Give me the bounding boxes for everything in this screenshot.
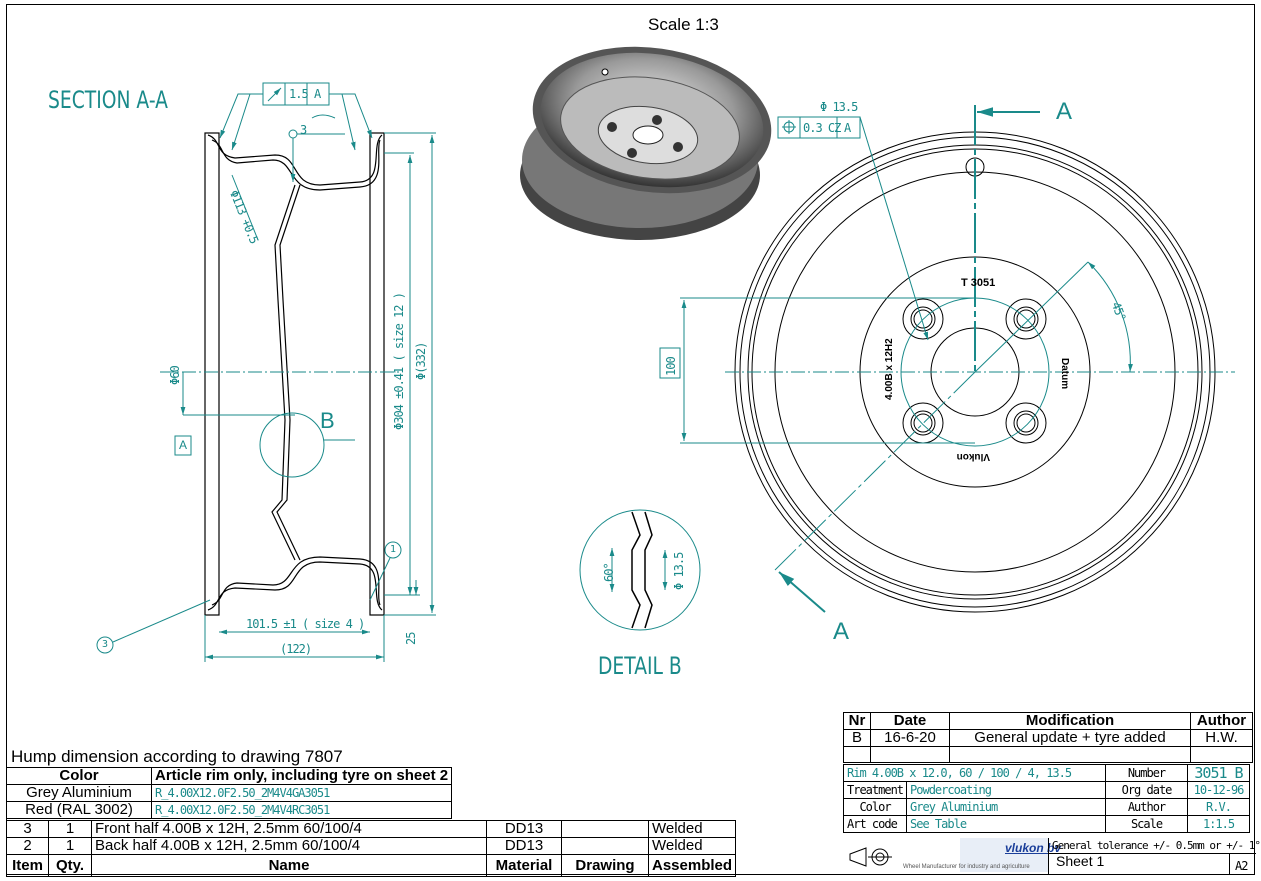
qty-cell: 1	[48, 837, 92, 855]
material-header: Material	[486, 854, 562, 877]
angle-3: 3	[300, 123, 307, 137]
nr-header: Nr	[843, 712, 871, 730]
hump-note: Hump dimension according to drawing 7807	[11, 747, 343, 766]
article-cell: R_4.00X12.0F2.50_2M4V4GA3051	[150, 784, 453, 802]
scale-value: 1:1.5	[1187, 815, 1250, 833]
company-tagline: Wheel Manufacturer for industry and agri…	[903, 864, 1030, 870]
color-cell: Grey Aluminium	[6, 784, 152, 802]
drawing-number: 3051 B	[1187, 764, 1250, 782]
name-header: Name	[91, 854, 487, 877]
dia-304: Φ304 ±0.41 ( size 12 )	[392, 293, 406, 430]
color-header: Color	[6, 767, 152, 785]
section-arrow-label-bottom: A	[833, 618, 850, 645]
color-label: Color	[842, 798, 908, 816]
description: Rim 4.00B x 12.0, 60 / 100 / 4, 13.5	[843, 764, 1106, 782]
stamp-top: T 3051	[961, 277, 996, 289]
article-cell: R_4.00X12.0F2.50_2M4V4RC3051	[150, 801, 453, 819]
company-logo	[900, 838, 1048, 872]
date-cell: 16-6-20	[870, 729, 950, 747]
runout-datum: A	[314, 87, 321, 101]
width-101: 101.5 ±1 ( size 4 )	[246, 617, 365, 631]
color-cell: Red (RAL 3002)	[6, 801, 152, 819]
name-cell: Back half 4.00B x 12H, 2.5mm 60/100/4	[91, 837, 487, 855]
hole-dia: Φ 13.5	[820, 100, 858, 114]
paper-format: A2	[1235, 859, 1248, 873]
stamp-bottom: Vlukon	[956, 451, 990, 462]
table-row: Red (RAL 3002)R_4.00X12.0F2.50_2M4V4RC30…	[6, 801, 453, 819]
treatment-label: Treatment	[842, 781, 908, 799]
modification-header: Modification	[949, 712, 1191, 730]
art-code-label: Art code	[842, 815, 908, 833]
balloon-3: 3	[102, 639, 108, 650]
position-datum: A	[844, 121, 851, 135]
author-header: Author	[1190, 712, 1253, 730]
modification-cell: General update + tyre added	[949, 729, 1191, 747]
section-title: SECTION A-A	[48, 86, 168, 114]
nr-cell: B	[843, 729, 871, 747]
qty-cell: 1	[48, 820, 92, 838]
detail-title: DETAIL B	[598, 652, 682, 680]
company-name: vlukon bv	[1005, 841, 1062, 855]
isometric-wheel-view	[520, 46, 772, 240]
item-cell: 3	[6, 820, 49, 838]
assembled-cell: Welded	[647, 820, 737, 838]
name-cell: Front half 4.00B x 12H, 2.5mm 60/100/4	[91, 820, 487, 838]
dim-25: 25	[404, 632, 418, 645]
pcd-value: 100	[664, 357, 678, 376]
art-code-value: See Table	[906, 815, 1106, 833]
assembled-header: Assembled	[647, 854, 737, 877]
author-cell: H.W.	[1190, 729, 1253, 747]
qty-header: Qty.	[48, 854, 92, 877]
drawing-cell	[561, 837, 649, 855]
drawing-cell	[561, 820, 649, 838]
general-tolerance: General tolerance +/- 0.5mm or +/- 1°	[1052, 839, 1261, 852]
balloon-1: 1	[390, 544, 396, 555]
detail-dia: Φ 13.5	[672, 552, 686, 590]
scale-label: Scale 1:3	[648, 15, 719, 34]
section-annotations	[96, 82, 436, 662]
detail-callout: B	[320, 408, 335, 433]
section-arrow-label-top: A	[1056, 98, 1073, 125]
bolt-holes	[902, 298, 1047, 444]
color-value: Grey Aluminium	[906, 798, 1106, 816]
date-header: Date	[870, 712, 950, 730]
item-cell: 2	[6, 837, 49, 855]
org-date-value: 10-12-96	[1187, 781, 1250, 799]
treatment-value: Powdercoating	[906, 781, 1106, 799]
assembled-cell: Welded	[647, 837, 737, 855]
author-value: R.V.	[1187, 798, 1250, 816]
org-date-label: Org date	[1105, 781, 1188, 799]
material-cell: DD13	[486, 820, 562, 838]
article-header: Article rim only, including tyre on shee…	[150, 767, 453, 785]
detail-angle: 60°	[602, 563, 616, 582]
width-122: (122)	[280, 642, 312, 656]
position-tol: 0.3 CZ	[803, 121, 841, 135]
projection-symbol-icon	[849, 847, 892, 867]
number-label: Number	[1105, 764, 1188, 782]
datum-label: A	[179, 438, 188, 452]
front-annotations	[659, 105, 1235, 613]
stamp-left: 4.00B x 12H2	[884, 338, 895, 400]
stamp-right: Datum	[1059, 358, 1070, 390]
author-label: Author	[1105, 798, 1188, 816]
dia-60: Φ60	[168, 366, 182, 385]
material-cell: DD13	[486, 837, 562, 855]
drawing-header: Drawing	[561, 854, 649, 877]
scale-label-cell: Scale	[1105, 815, 1188, 833]
sheet-number: Sheet 1	[1056, 853, 1105, 869]
section-view	[204, 132, 385, 616]
detail-b-view	[579, 509, 701, 631]
runout-value: 1.5	[289, 87, 309, 101]
item-header: Item	[6, 854, 49, 877]
tolerance-box: General tolerance +/- 0.5mm or +/- 1° Sh…	[1048, 838, 1261, 875]
dia-332: Φ(332)	[414, 342, 428, 380]
